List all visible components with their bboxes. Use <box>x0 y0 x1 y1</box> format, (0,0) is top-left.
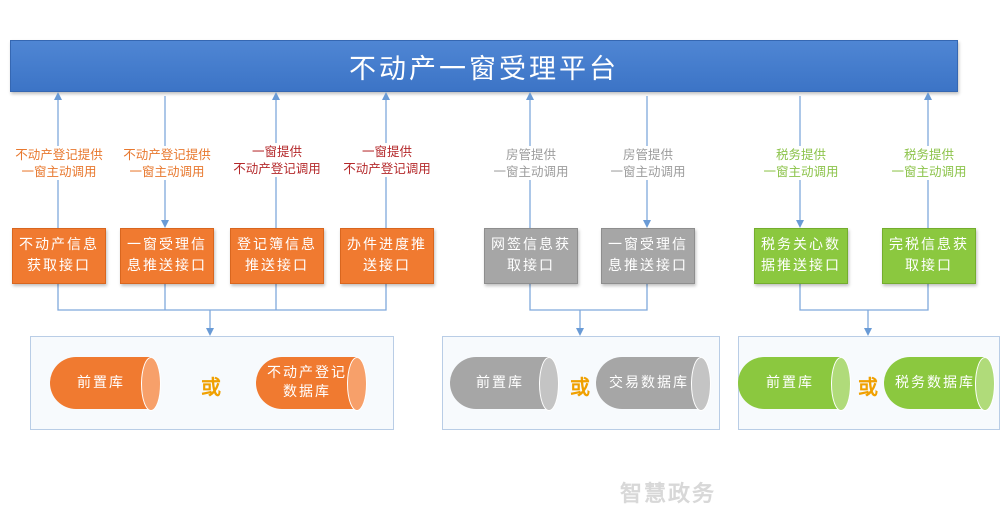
interface-box-3[interactable]: 登记簿信息推送接口 <box>230 228 324 284</box>
bus-group-3 <box>799 283 929 311</box>
platform-banner: 不动产一窗受理平台 <box>10 40 958 92</box>
caption-3: 一窗提供不动产登记调用 <box>222 143 332 177</box>
db-label: 前置库 <box>77 374 125 391</box>
db-label: 前置库 <box>476 374 524 391</box>
db-cylinder-front-2[interactable]: 前置库 <box>450 357 559 411</box>
caption-8: 税务提供一窗主动调用 <box>882 146 976 180</box>
caption-2: 不动产登记提供一窗主动调用 <box>114 146 220 180</box>
db-label: 前置库 <box>766 374 814 391</box>
db-cylinder-front-1[interactable]: 前置库 <box>50 357 161 411</box>
or-label-1: 或 <box>201 375 221 399</box>
caption-1: 不动产登记提供一窗主动调用 <box>6 146 112 180</box>
interface-box-1[interactable]: 不动产信息获取接口 <box>12 228 106 284</box>
interface-box-4[interactable]: 办件进度推送接口 <box>340 228 434 284</box>
caption-4: 一窗提供不动产登记调用 <box>332 143 442 177</box>
interface-box-5[interactable]: 网签信息获取接口 <box>484 228 578 284</box>
platform-title: 不动产一窗受理平台 <box>349 53 619 85</box>
db-label: 税务数据库 <box>895 374 975 391</box>
interface-box-6[interactable]: 一窗受理信息推送接口 <box>601 228 695 284</box>
db-label: 不动产登记 数据库 <box>267 365 347 400</box>
caption-6: 房管提供一窗主动调用 <box>601 146 695 180</box>
db-cylinder-main-1[interactable]: 不动产登记 数据库 <box>256 357 367 411</box>
db-label: 交易数据库 <box>609 374 689 391</box>
db-cylinder-main-2[interactable]: 交易数据库 <box>596 357 711 411</box>
caption-5: 房管提供一窗主动调用 <box>484 146 578 180</box>
caption-7: 税务提供一窗主动调用 <box>754 146 848 180</box>
interface-box-8[interactable]: 完税信息获取接口 <box>882 228 976 284</box>
bus-group-1 <box>57 283 387 311</box>
interface-box-2[interactable]: 一窗受理信息推送接口 <box>120 228 214 284</box>
bus-group-2 <box>529 283 648 311</box>
db-cylinder-main-3[interactable]: 税务数据库 <box>884 357 995 411</box>
interface-box-7[interactable]: 税务关心数据推送接口 <box>754 228 848 284</box>
db-cylinder-front-3[interactable]: 前置库 <box>738 357 851 411</box>
or-label-2: 或 <box>570 375 590 399</box>
or-label-3: 或 <box>858 375 878 399</box>
watermark-text: 智慧政务 <box>620 482 717 507</box>
